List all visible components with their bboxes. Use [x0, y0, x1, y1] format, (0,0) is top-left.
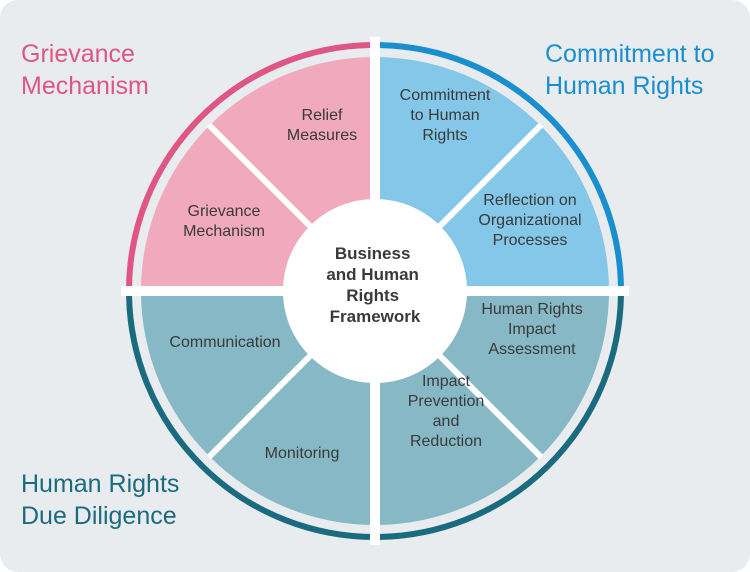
segment-divider — [206, 122, 314, 230]
segment-label-line: Commitment — [400, 87, 491, 104]
reflection-processes-segment — [440, 125, 609, 291]
segment-divider — [436, 352, 544, 460]
segment-label-line: Communication — [169, 334, 280, 351]
prevention-reduction-segment — [375, 356, 541, 525]
communication-label: Communication — [169, 334, 280, 351]
commitment-heading: Commitment to Human Rights — [545, 40, 715, 100]
center-label-line: Framework — [330, 307, 421, 326]
segment-label-line: Organizational — [478, 212, 581, 229]
commitment-ring — [379, 42, 624, 287]
segment-label-line: to Human — [410, 107, 479, 124]
segment-label-line: Measures — [287, 127, 357, 144]
segment-label-line: Processes — [493, 232, 568, 249]
segment-label-line: Grievance — [188, 203, 261, 220]
segment-label-line: Human Rights — [481, 301, 582, 318]
segment-label-line: Assessment — [488, 341, 576, 358]
due-diligence-heading: Human Rights Due Diligence — [21, 470, 180, 530]
segment-label-line: Prevention — [408, 393, 485, 410]
segment-label-line: Reduction — [410, 433, 482, 450]
segment-label-line: Relief — [302, 107, 343, 124]
impact-assessment-segment — [440, 291, 609, 457]
relief-measures-segment — [141, 125, 310, 291]
communication-segment — [141, 291, 310, 457]
commitment-segment — [375, 57, 541, 226]
segment-divider — [436, 122, 544, 230]
segment-label-line: Impact — [508, 321, 557, 338]
center-label-line: Rights — [346, 286, 399, 305]
segment-label-line: and — [433, 413, 460, 430]
center-label-line: Business — [335, 244, 411, 263]
grievance-ring — [126, 42, 371, 287]
grievance-mechanism-heading: Grievance Mechanism — [21, 40, 149, 100]
segment-label-line: Reflection on — [483, 192, 576, 209]
segment-label-line: Mechanism — [183, 223, 265, 240]
segment-label-line: Impact — [422, 373, 471, 390]
grievance-mechanism-segment — [209, 57, 375, 226]
center-label-line: and Human — [326, 265, 419, 284]
segment-label-line: Monitoring — [265, 445, 340, 462]
monitoring-label: Monitoring — [265, 445, 340, 462]
segment-label-line: Rights — [422, 127, 467, 144]
center-label: Business and Human Rights Framework — [326, 244, 423, 326]
segment-divider — [206, 352, 314, 460]
center-hub — [283, 199, 467, 383]
monitoring-segment — [209, 356, 375, 525]
